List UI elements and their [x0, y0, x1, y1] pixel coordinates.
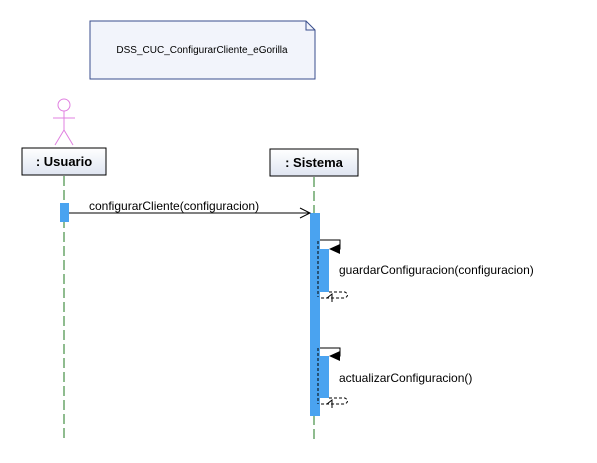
participant-usuario-label: : Usuario	[36, 154, 92, 169]
message-configurar-cliente-label: configurarCliente(configuracion)	[89, 199, 259, 213]
message-guardar-configuracion-label: guardarConfiguracion(configuracion)	[339, 263, 534, 277]
message-actualizar-configuracion-label: actualizarConfiguracion()	[339, 371, 472, 385]
diagram-note[interactable]: DSS_CUC_ConfigurarCliente_eGorilla	[89, 20, 316, 80]
message-guardar-configuracion[interactable]: guardarConfiguracion(configuracion)	[317, 239, 534, 302]
actor-icon	[53, 98, 75, 146]
activation-guardar	[320, 249, 329, 292]
message-actualizar-configuracion[interactable]: actualizarConfiguracion()	[317, 347, 472, 408]
activation-usuario	[60, 203, 69, 222]
activation-actualizar	[320, 356, 329, 398]
participant-sistema[interactable]: : Sistema	[269, 148, 359, 177]
participant-sistema-label: : Sistema	[285, 155, 344, 170]
message-configurar-cliente[interactable]: configurarCliente(configuracion)	[69, 199, 312, 219]
note-text: DSS_CUC_ConfigurarCliente_eGorilla	[116, 45, 288, 56]
activation-sistema	[310, 213, 320, 416]
participant-usuario[interactable]: : Usuario	[21, 147, 107, 176]
